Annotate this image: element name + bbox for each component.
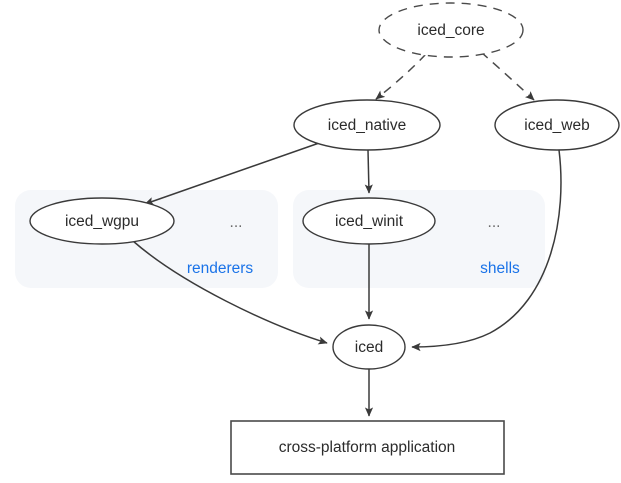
edge-native-to-wgpu (144, 141, 323, 206)
node-iced-native[interactable]: iced_native (293, 99, 441, 151)
node-application-label: cross-platform application (279, 439, 456, 456)
edge-core-to-native (375, 53, 427, 100)
cluster-label-shells: shells (480, 260, 520, 277)
node-iced-core-shape[interactable] (378, 2, 524, 58)
node-iced-shape[interactable] (332, 324, 406, 370)
node-iced-core[interactable]: iced_core (378, 2, 524, 58)
node-iced-native-label: iced_native (328, 117, 406, 134)
node-iced-wgpu-label: iced_wgpu (65, 213, 139, 230)
edge-core-to-web (480, 51, 535, 101)
node-iced-native-shape[interactable] (293, 99, 441, 151)
node-iced-wgpu-shape[interactable] (29, 197, 175, 245)
node-application-shape[interactable] (230, 420, 505, 475)
node-iced[interactable]: iced (332, 324, 406, 370)
node-iced-web-shape[interactable] (494, 99, 620, 151)
cluster-label-renderers: renderers (187, 260, 254, 277)
node-iced-winit-shape[interactable] (302, 197, 436, 245)
node-iced-web[interactable]: iced_web (494, 99, 620, 151)
edge-wgpu-to-iced (132, 240, 328, 345)
edge-web-to-iced (411, 149, 562, 352)
node-iced-winit-label: iced_winit (335, 213, 404, 230)
node-iced-core-label: iced_core (417, 22, 484, 39)
node-iced-wgpu[interactable]: iced_wgpu (29, 197, 175, 245)
node-iced-web-label: iced_web (524, 117, 590, 134)
shells-more-ellipsis: ... (488, 214, 501, 231)
node-iced-winit[interactable]: iced_winit (302, 197, 436, 245)
node-application[interactable]: cross-platform application (230, 420, 505, 475)
renderers-more-ellipsis: ... (230, 214, 243, 231)
edge-native-to-winit (364, 149, 373, 194)
node-iced-label: iced (355, 339, 383, 356)
